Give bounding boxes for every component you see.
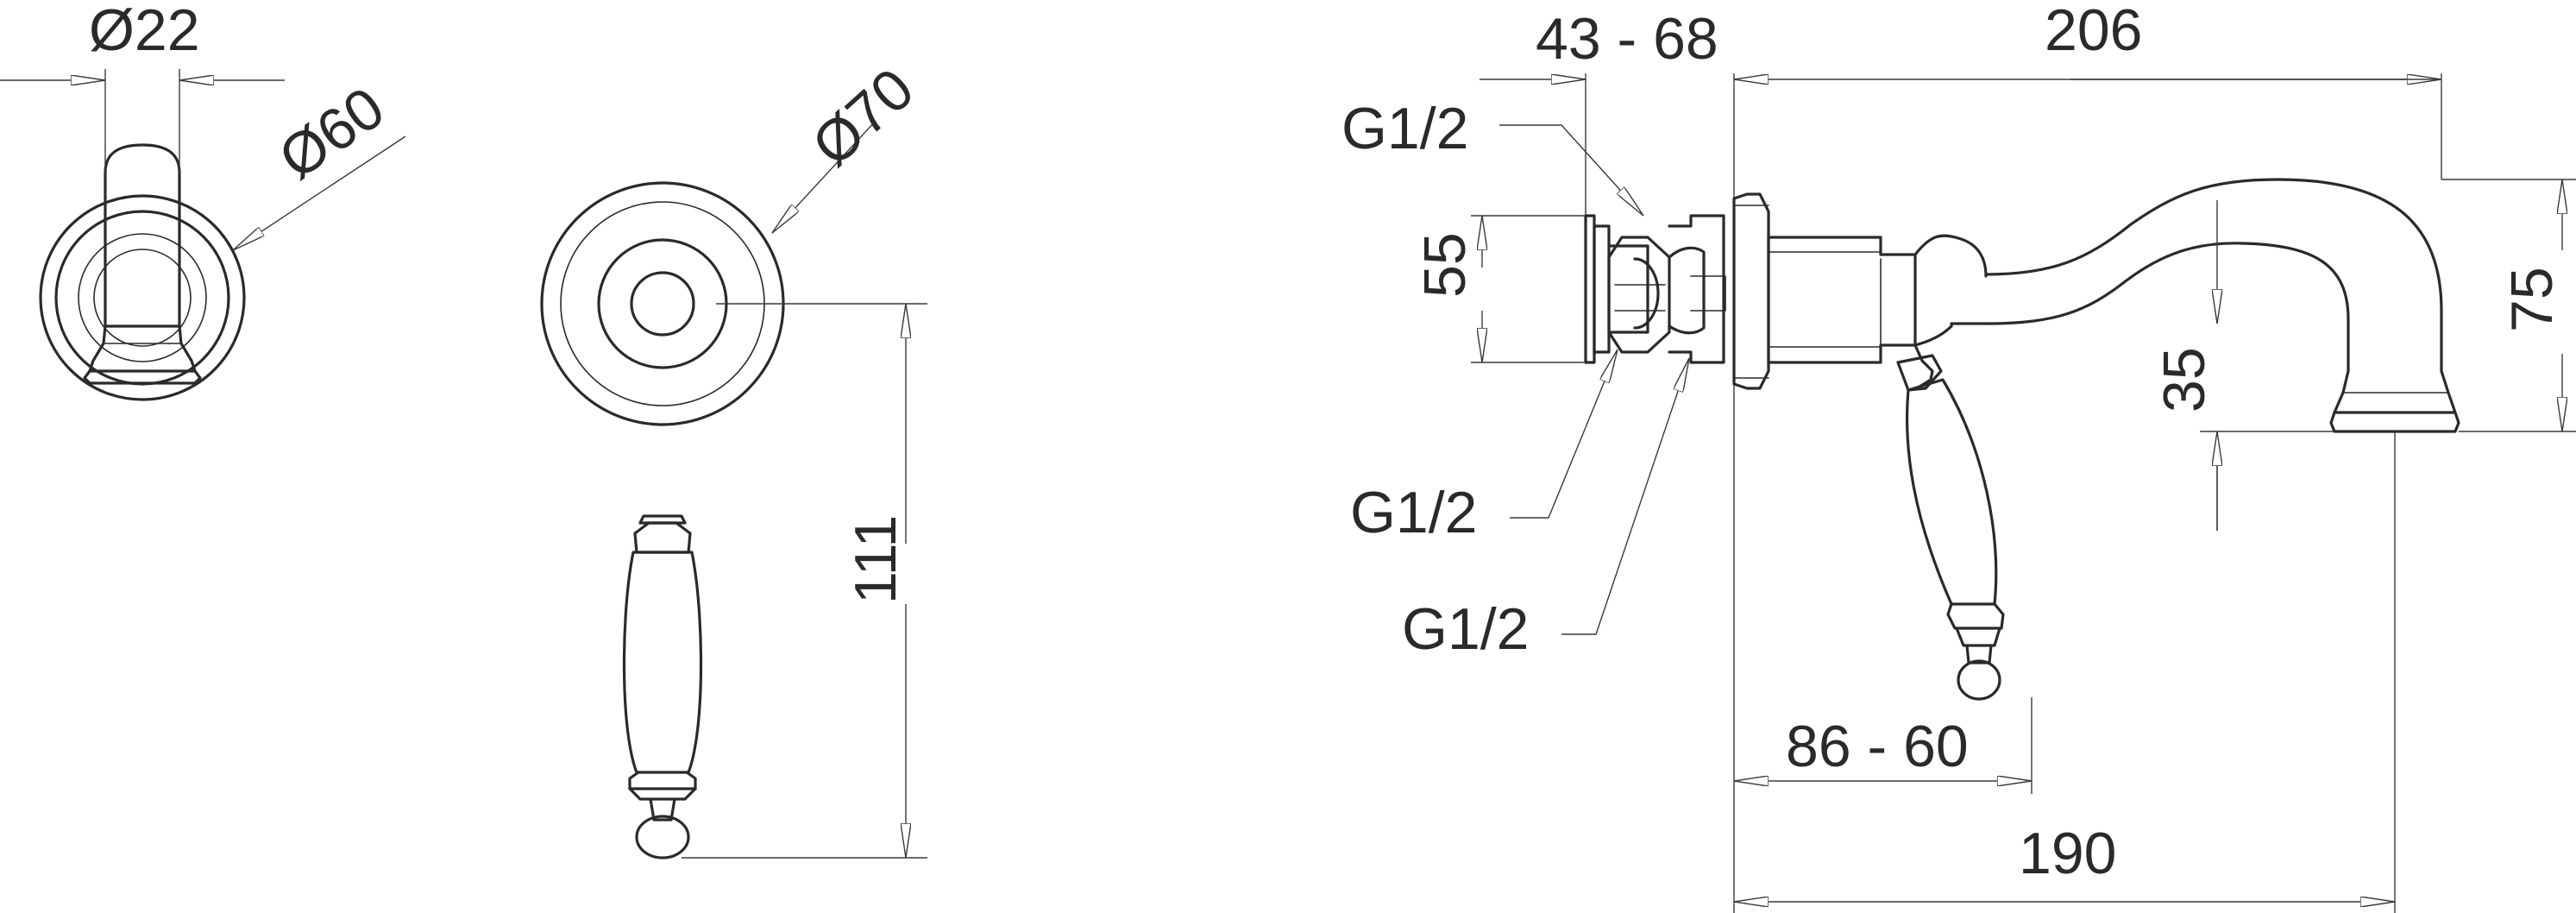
spout-outlet — [2333, 369, 2457, 414]
small-rosette-label: Ø60 — [267, 74, 396, 192]
large-rosette-leader — [772, 120, 876, 233]
spout-base — [88, 324, 197, 373]
body-height-label: 55 — [1412, 232, 1478, 298]
thread-top-label: G1/2 — [1341, 96, 1468, 161]
outlet-reach-label: 190 — [2019, 821, 2116, 886]
spout-body — [104, 143, 181, 328]
thread-middle-label: G1/2 — [1350, 480, 1477, 545]
small-rosette-outer — [39, 194, 246, 401]
spout-lower-curve — [1984, 242, 2350, 373]
small-rosette-ring — [54, 210, 230, 386]
handle-grip — [622, 551, 703, 774]
side-handle-collar — [1896, 354, 1943, 392]
small-rosette-leader — [233, 135, 406, 250]
handle-neck — [649, 797, 676, 822]
hex-nut — [1607, 236, 1671, 354]
large-rosette-label: Ø70 — [800, 56, 926, 179]
thread-bottom-label: G1/2 — [1402, 596, 1529, 662]
valve-body — [1668, 214, 1725, 364]
large-rosette-hub — [597, 238, 728, 369]
spout-neck — [1913, 234, 1988, 278]
handle-height-label: 111 — [843, 515, 908, 604]
spout-upper-curve — [1984, 178, 2443, 373]
side-handle-grip — [1905, 378, 1998, 606]
side-handle-knob — [1957, 659, 2001, 701]
small-rosette-core — [93, 249, 192, 347]
handle-knob — [635, 815, 690, 859]
wall-rosette — [1732, 192, 1770, 390]
spout-front-view: Ø22 Ø60 — [0, 0, 406, 401]
concealed-box-body — [1607, 244, 1649, 334]
handle-front-view: Ø70 111 — [540, 56, 927, 859]
spout-height-label: 75 — [2499, 267, 2565, 332]
handle-offset-label: 86 - 60 — [1786, 714, 1969, 779]
handle-barrel — [1767, 236, 1917, 364]
spout-diameter-label: Ø22 — [89, 0, 200, 63]
handle-collar — [633, 521, 692, 554]
wall-depth-label: 43 - 68 — [1536, 6, 1718, 72]
spout-clearance-label: 35 — [2152, 347, 2217, 412]
thread-middle-leader — [1510, 349, 1618, 519]
side-view: 43 - 68 206 55 75 35 86 - 60 19 — [1341, 0, 2576, 913]
thread-top-leader — [1499, 124, 1643, 216]
valve-stem — [630, 271, 695, 337]
small-rosette-inner — [78, 233, 207, 362]
thread-bottom-leader — [1561, 358, 1689, 635]
total-reach-label: 206 — [2045, 0, 2142, 63]
